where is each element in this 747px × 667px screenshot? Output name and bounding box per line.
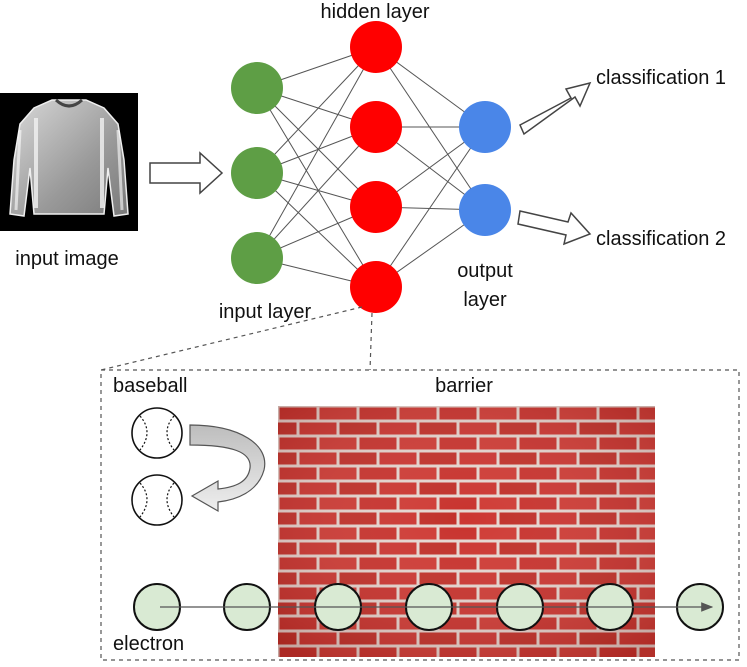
input-arrow xyxy=(149,151,224,195)
baseball-icon xyxy=(131,407,183,459)
classification-2-label: classification 2 xyxy=(596,228,726,250)
baseball-label: baseball xyxy=(113,375,188,397)
input-layer xyxy=(231,62,283,284)
input-node xyxy=(231,62,283,114)
barrier-label: barrier xyxy=(435,375,493,397)
hidden-node xyxy=(350,181,402,233)
baseball-bounce xyxy=(131,407,266,526)
classification-2-arrow xyxy=(517,210,592,246)
input-layer-label: input layer xyxy=(219,301,312,323)
hidden-layer xyxy=(350,21,402,313)
output-node xyxy=(459,101,511,153)
hidden-node xyxy=(350,21,402,73)
hidden-layer-label: hidden layer xyxy=(321,1,430,23)
input-node xyxy=(231,232,283,284)
hidden-node xyxy=(350,261,402,313)
input-image xyxy=(0,93,138,231)
hidden-node xyxy=(350,101,402,153)
shirt-icon xyxy=(9,99,129,217)
classification-1-arrow xyxy=(519,81,592,136)
output-layer xyxy=(459,101,511,236)
electron-path xyxy=(133,583,724,631)
input-image-label: input image xyxy=(15,248,118,270)
output-layer-label-line1: output xyxy=(457,260,513,282)
baseball-icon xyxy=(131,474,183,526)
input-node xyxy=(231,147,283,199)
classification-1-label: classification 1 xyxy=(596,67,726,89)
bounce-arrow xyxy=(189,424,266,513)
output-node xyxy=(459,184,511,236)
zoom-box xyxy=(100,306,740,661)
output-layer-label-line2: layer xyxy=(463,289,507,311)
network-connections xyxy=(256,46,486,288)
electron-label: electron xyxy=(113,633,184,655)
